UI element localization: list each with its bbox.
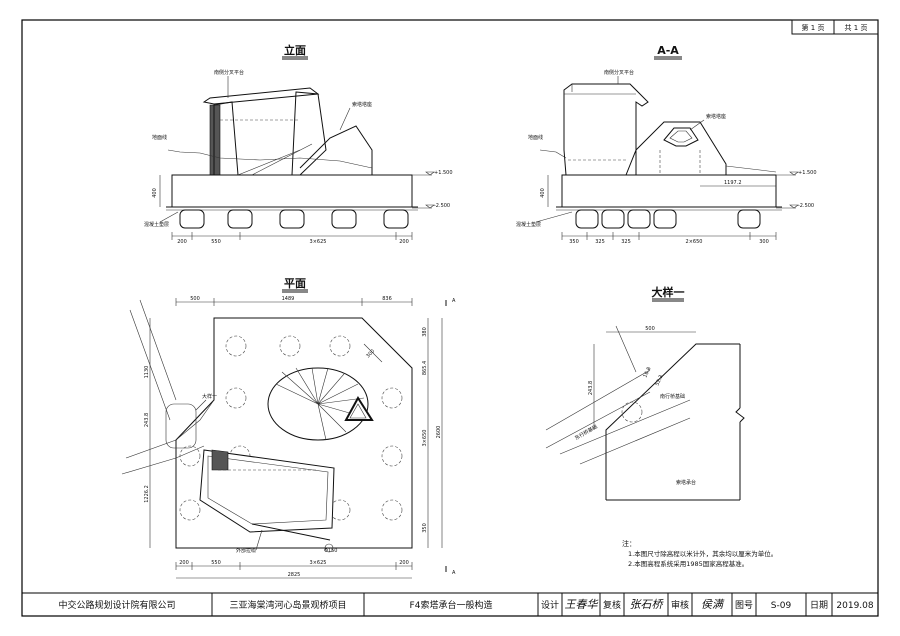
date-label: 日期 xyxy=(810,600,828,611)
section-aa-dim-3: 2×650 xyxy=(686,239,703,245)
elevation-label-ground: 地面线 xyxy=(152,134,167,141)
detail-view: 大样一 500 243.8 16.8 52.3 索塔承台 南行桥基础 东行桥基础 xyxy=(545,285,745,501)
detail-dim-top: 500 xyxy=(645,326,655,332)
section-aa-ground-line xyxy=(539,149,567,159)
elevation-dim-3: 200 xyxy=(399,239,409,245)
elevation-bottom-elev: -2.500 xyxy=(434,203,450,209)
elevation-height-dim: 400 xyxy=(152,188,158,198)
section-aa-pile-cap xyxy=(561,174,777,208)
elevation-dim-2: 3×625 xyxy=(310,239,327,245)
plan-right-dim-1: 865.4 xyxy=(422,361,428,375)
detail-label-road2: 东行桥基础 xyxy=(574,423,599,442)
detail-dim-side: 243.8 xyxy=(588,381,594,395)
company-name: 中交公路规划设计院有限公司 xyxy=(58,599,175,611)
elevation-label-cable-base: 索塔塔座 xyxy=(352,101,372,108)
plan-section-mark-bottom: A xyxy=(452,570,456,576)
section-aa-label-ground: 地面线 xyxy=(528,134,543,141)
plan-right-dim-2: 3×650 xyxy=(422,430,428,447)
plan-detail-marker xyxy=(165,403,197,449)
section-aa-dim-1: 325 xyxy=(595,239,605,245)
section-aa-view: A-A 南侧分叉平台 索塔塔座 xyxy=(516,44,817,245)
elevation-tower xyxy=(202,87,373,176)
review-signature: 张石桥 xyxy=(630,598,665,611)
elevation-dim-0: 200 xyxy=(177,239,187,245)
elevation-label-platform: 南侧分叉平台 xyxy=(214,69,244,76)
drawing-name: F4索塔承台一般构造 xyxy=(410,599,493,611)
plan-top-dim-0: 500 xyxy=(190,296,200,302)
detail-dim-b: 52.3 xyxy=(654,374,664,387)
sheet-border xyxy=(21,19,879,617)
elevation-ground-line xyxy=(167,149,373,169)
title-block: 中交公路规划设计院有限公司 三亚海棠湾河心岛景观桥项目 F4索塔承台一般构造 设… xyxy=(58,593,874,616)
plan-total-width: 2825 xyxy=(288,572,301,578)
plan-tower-fan xyxy=(267,367,374,441)
plan-right-dim-3: 2600 xyxy=(436,426,442,439)
section-aa-dim-2: 325 xyxy=(621,239,631,245)
section-aa-inner-dim: 1197.2 xyxy=(724,180,742,186)
plan-label-cable: 外部拉缆 xyxy=(236,547,256,554)
section-aa-label-cushion: 混凝土垫层 xyxy=(516,221,541,228)
plan-bottom-dim-3: 200 xyxy=(399,560,409,566)
elevation-title: 立面 xyxy=(284,43,306,57)
plan-left-dim-0: 1130 xyxy=(144,366,150,379)
section-aa-bottom-elev: -2.500 xyxy=(798,203,814,209)
notes: 注： 1.本图尺寸除高程以米计外，其余均以厘米为单位。 2.本图高程系统采用19… xyxy=(622,539,777,568)
plan-left-dim-1: 243.8 xyxy=(144,413,150,427)
plan-chamfer-dim: 300 xyxy=(365,348,376,359)
plan-section-mark-top: A xyxy=(452,298,456,304)
design-signature: 王春华 xyxy=(565,598,600,611)
plan-label-detail: 大样一 xyxy=(202,393,217,400)
page-total: 共 1 页 xyxy=(845,23,868,32)
section-aa-label-platform: 南侧分叉平台 xyxy=(604,69,634,76)
note-2: 2.本图高程系统采用1985国家高程基准。 xyxy=(628,559,748,568)
audit-signature: 侯满 xyxy=(701,598,725,611)
drawing-no-label: 图号 xyxy=(735,600,753,611)
plan-bottom-dim-2: 3×625 xyxy=(310,560,327,566)
plan-view: 平面 xyxy=(121,277,456,579)
elevation-pile-cap xyxy=(171,174,413,208)
plan-right-dim-0: 380 xyxy=(422,327,428,337)
section-aa-dim-0: 350 xyxy=(569,239,579,245)
plan-top-dim-2: 836 xyxy=(382,296,392,302)
detail-label-cap: 索塔承台 xyxy=(676,479,696,486)
section-aa-title: A-A xyxy=(657,44,679,57)
section-aa-height-dim: 400 xyxy=(540,188,546,198)
page-box: 第 1 页 共 1 页 xyxy=(791,19,879,35)
section-aa-piles xyxy=(575,209,761,229)
audit-label: 审核 xyxy=(671,599,689,611)
elevation-top-elev: +1.500 xyxy=(434,170,453,176)
elevation-piles xyxy=(179,209,409,229)
detail-dim-a: 16.8 xyxy=(642,366,652,379)
note-1: 1.本图尺寸除高程以米计外，其余均以厘米为单位。 xyxy=(628,549,777,558)
elevation-view: 立面 南侧分叉平台 索塔塔座 xyxy=(144,43,453,245)
plan-bottom-dim-0: 200 xyxy=(179,560,189,566)
review-label: 复核 xyxy=(603,599,621,611)
design-label: 设计 xyxy=(541,599,559,611)
section-aa-dim-4: 300 xyxy=(759,239,769,245)
plan-right-dim-4: 350 xyxy=(422,523,428,533)
page-number: 第 1 页 xyxy=(802,23,825,32)
plan-top-dim-1: 1489 xyxy=(282,296,295,302)
plan-bridge-line-1 xyxy=(125,399,215,459)
plan-title: 平面 xyxy=(284,277,306,290)
elevation-dim-1: 550 xyxy=(211,239,221,245)
plan-bottom-dim-1: 550 xyxy=(211,560,221,566)
detail-title: 大样一 xyxy=(652,285,685,299)
plan-label-pile: Φ150 xyxy=(324,548,337,554)
plan-left-dim-2: 1226.2 xyxy=(144,485,150,503)
notes-title: 注： xyxy=(622,539,636,548)
detail-cap-outline xyxy=(605,343,740,500)
section-aa-top-elev: +1.500 xyxy=(798,170,817,176)
drawing-no: S-09 xyxy=(771,601,792,611)
elevation-label-cushion: 混凝土垫层 xyxy=(144,221,169,228)
detail-label-road1: 南行桥基础 xyxy=(660,393,685,400)
project-name: 三亚海棠湾河心岛景观桥项目 xyxy=(229,599,346,611)
plan-platform xyxy=(199,449,335,541)
date: 2019.08 xyxy=(836,601,873,611)
section-aa-label-cable-base: 索塔塔座 xyxy=(706,113,726,120)
